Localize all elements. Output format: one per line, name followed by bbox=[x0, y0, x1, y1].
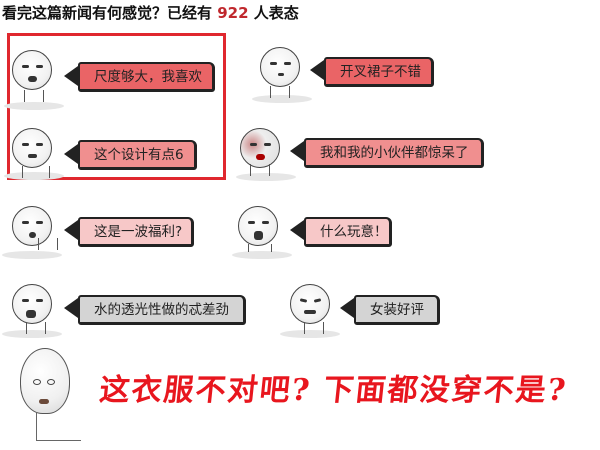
bubble-tail bbox=[64, 220, 78, 240]
title-prefix: 看完这篇新闻有何感觉？已经有 bbox=[2, 4, 218, 22]
hand-icon bbox=[304, 322, 324, 334]
body-icon bbox=[26, 322, 46, 334]
reaction-bubble[interactable]: 开叉裙子不错 bbox=[324, 57, 434, 87]
shadow bbox=[280, 330, 340, 338]
bubble-tail bbox=[64, 66, 78, 86]
hand-icon bbox=[38, 238, 58, 250]
sitting-meme-face-icon bbox=[20, 348, 70, 414]
shadow bbox=[232, 251, 292, 259]
body-icon bbox=[24, 90, 44, 102]
shadow bbox=[4, 102, 64, 110]
meme-face-icon bbox=[12, 128, 52, 168]
page-title: 看完这篇新闻有何感觉？已经有 922 人表态 bbox=[2, 2, 299, 23]
reaction-bubble[interactable]: 这是一波福利? bbox=[78, 217, 194, 247]
reaction-count: 922 bbox=[217, 4, 249, 22]
bubble-tail bbox=[340, 298, 354, 318]
reaction-bubble[interactable]: 水的透光性做的忒差劲 bbox=[78, 295, 246, 325]
shadow bbox=[4, 172, 64, 180]
body-icon bbox=[22, 166, 50, 178]
hand-icon bbox=[250, 164, 270, 176]
reaction-bubble[interactable]: 女装好评 bbox=[354, 295, 440, 325]
meme-face-icon bbox=[240, 128, 280, 168]
meme-face-icon bbox=[290, 284, 330, 324]
shadow bbox=[2, 330, 62, 338]
meme-face-icon bbox=[12, 284, 52, 324]
reaction-bubble[interactable]: 我和我的小伙伴都惊呆了 bbox=[304, 138, 484, 168]
meme-face-icon bbox=[260, 47, 300, 87]
meme-caption: 这衣服不对吧? 下面都没穿不是? bbox=[97, 373, 570, 408]
reaction-bubble[interactable]: 尺度够大，我喜欢 bbox=[78, 62, 215, 92]
bubble-tail bbox=[290, 220, 304, 240]
bubble-tail bbox=[290, 141, 304, 161]
bubble-tail bbox=[64, 144, 78, 164]
body-icon bbox=[248, 244, 272, 252]
reaction-bubble[interactable]: 这个设计有点6 bbox=[78, 140, 197, 170]
hand-icon bbox=[270, 86, 290, 98]
bubble-tail bbox=[310, 60, 324, 80]
meme-face-icon bbox=[12, 206, 52, 246]
shadow bbox=[2, 251, 62, 259]
sitting-body-icon bbox=[36, 412, 81, 441]
title-suffix: 人表态 bbox=[248, 4, 299, 22]
shadow bbox=[252, 95, 312, 103]
shadow bbox=[236, 173, 296, 181]
bubble-tail bbox=[64, 298, 78, 318]
meme-face-icon bbox=[238, 206, 278, 246]
meme-face-icon bbox=[12, 50, 52, 90]
reaction-bubble[interactable]: 什么玩意！ bbox=[304, 217, 392, 247]
